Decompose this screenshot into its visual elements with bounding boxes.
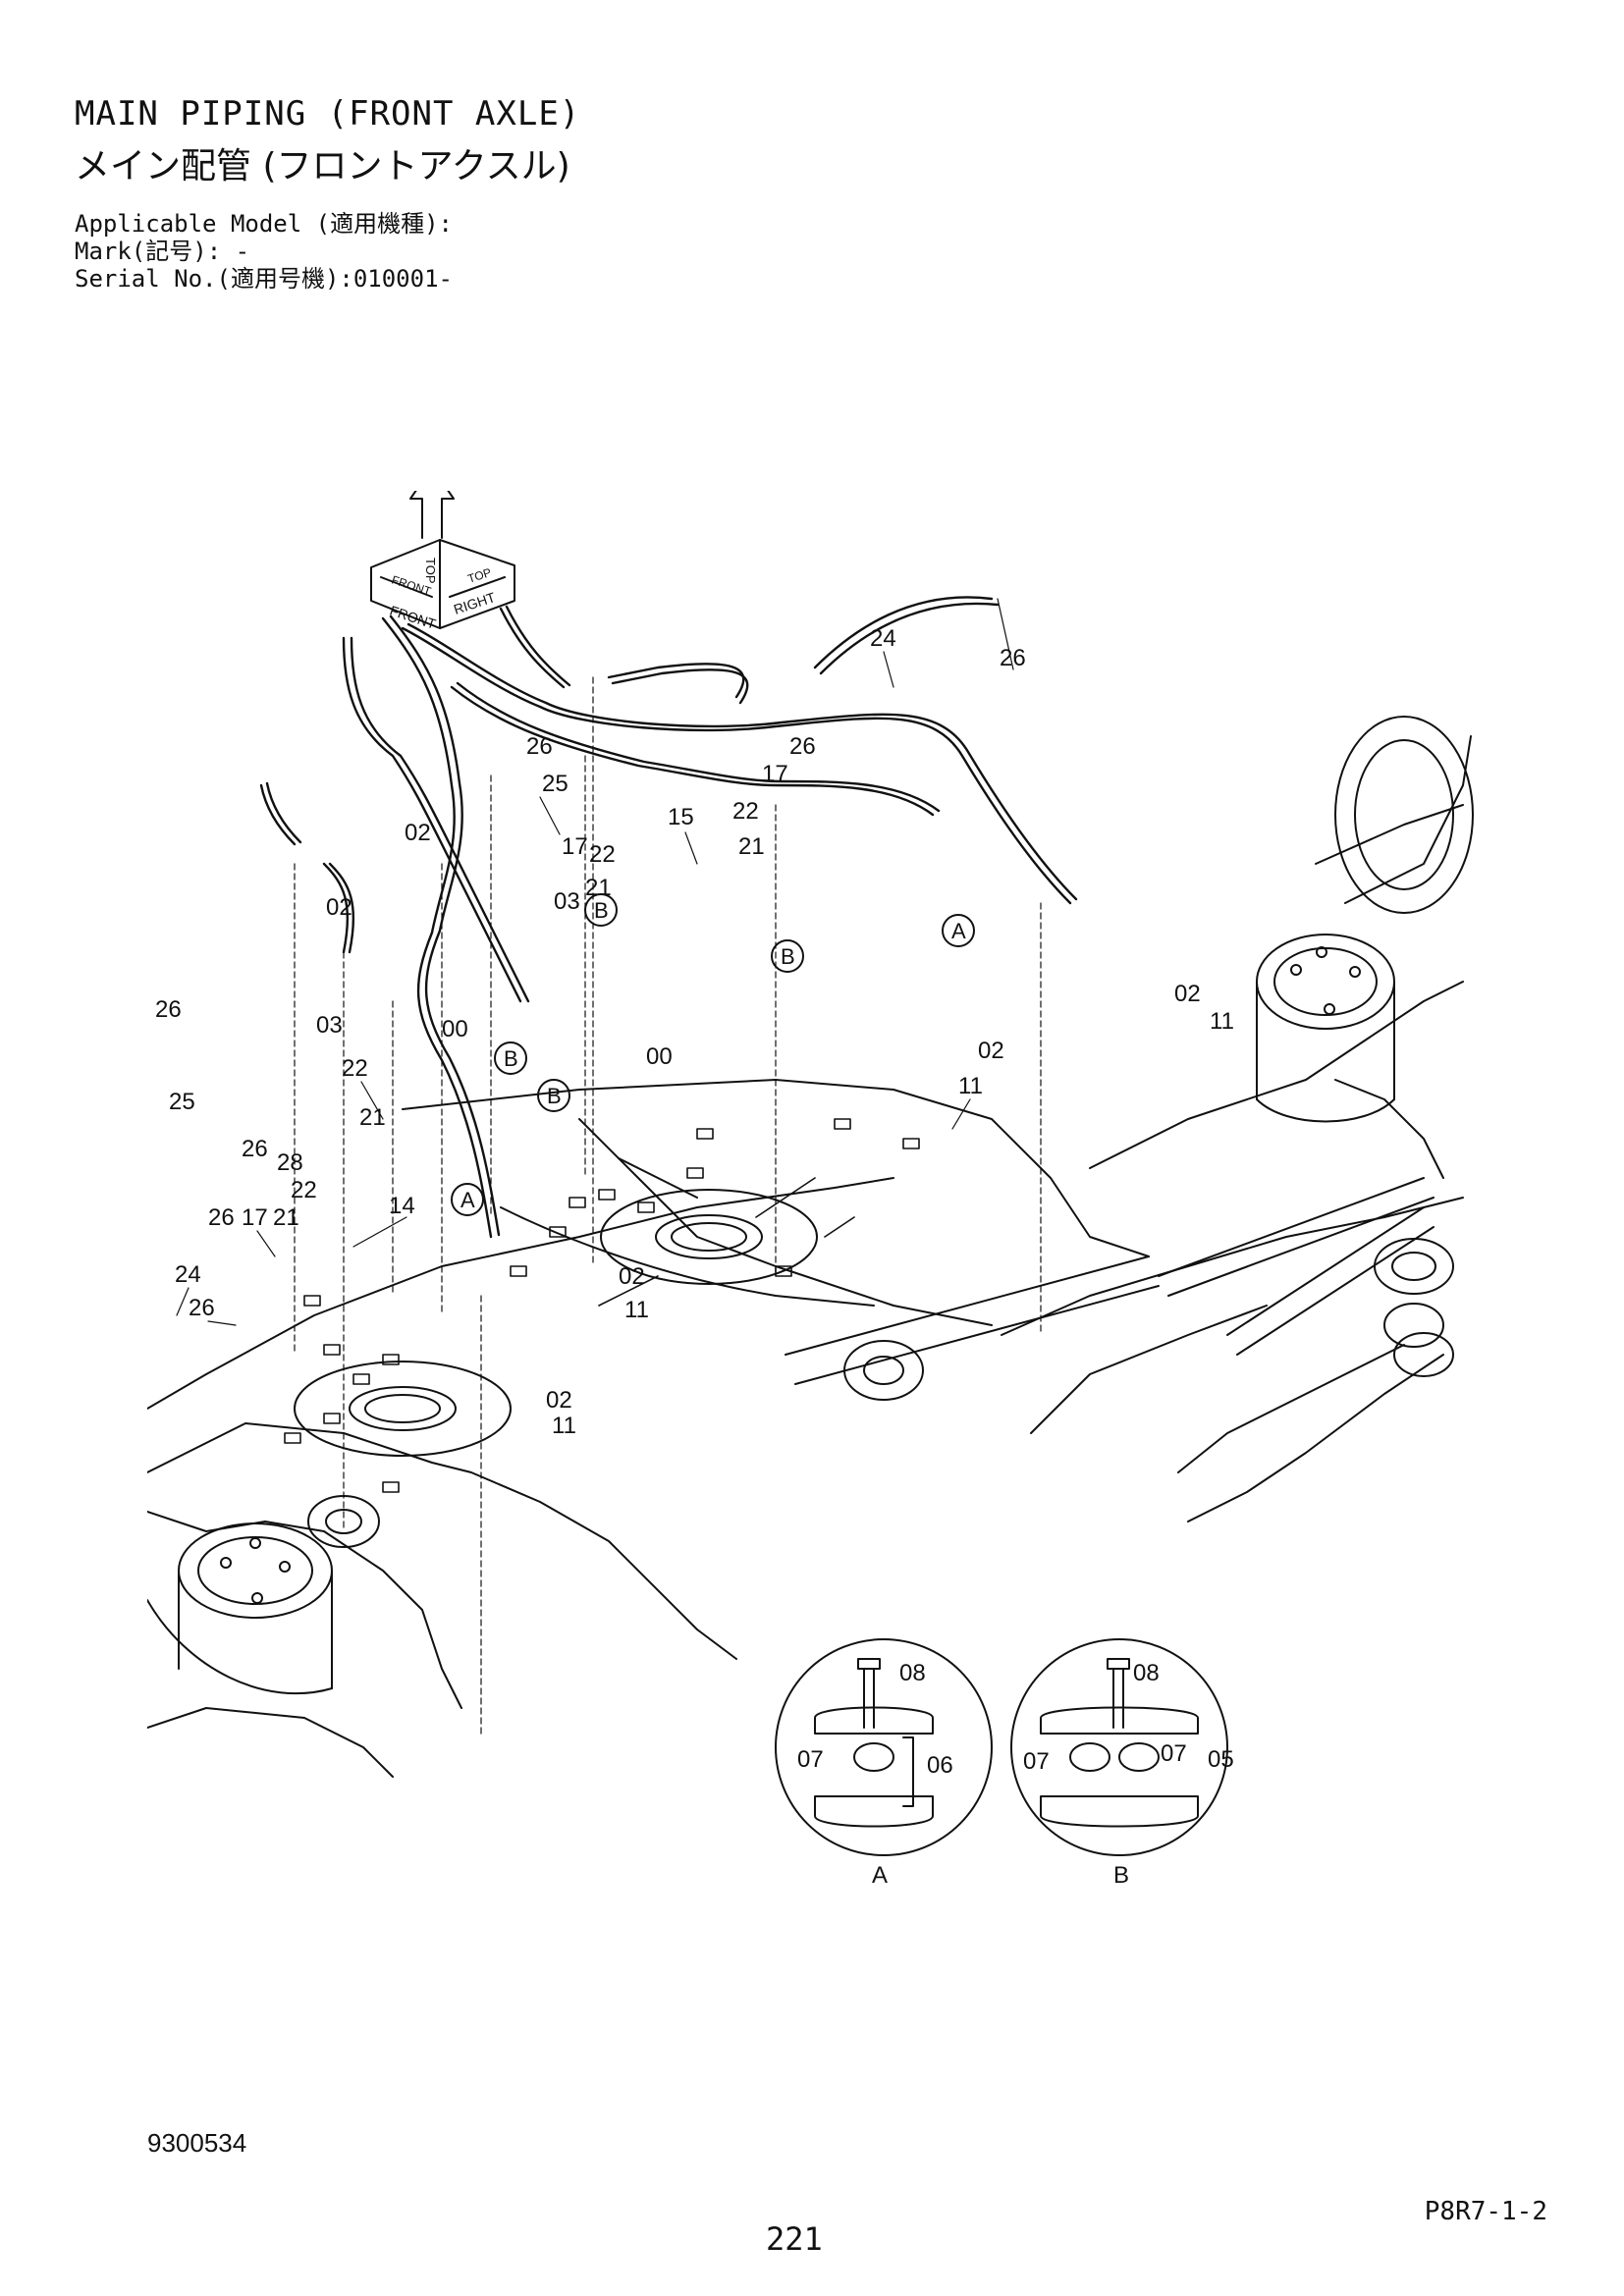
callout-label: 26 — [526, 733, 553, 760]
svg-text:A: A — [460, 1188, 475, 1212]
applicable-model-line: Applicable Model (適用機種): — [75, 210, 453, 238]
callout-label: 24 — [175, 1261, 201, 1288]
marker-a: A — [942, 914, 975, 947]
callout-label: 22 — [342, 1055, 368, 1082]
page-title-jp: メイン配管 (フロントアクスル) — [75, 146, 570, 187]
marker-b: B — [537, 1079, 570, 1112]
detail-b-label: B — [1113, 1862, 1129, 1889]
reference-lines — [294, 676, 1042, 1738]
callout-label: 02 — [1174, 981, 1201, 1007]
callout-label: 11 — [624, 1297, 649, 1323]
callout-label: 11 — [1210, 1008, 1234, 1035]
callout-label: 14 — [389, 1193, 415, 1219]
callout-label: 02 — [546, 1387, 572, 1414]
center-ports — [294, 1189, 818, 1457]
detail-a-part: 07 — [797, 1746, 824, 1773]
callout-label: 24 — [870, 625, 896, 652]
detail-b-part: 07 — [1023, 1748, 1050, 1775]
callout-label: 22 — [589, 841, 616, 868]
callout-label: 02 — [978, 1038, 1004, 1064]
callout-label: 26 — [189, 1295, 215, 1321]
right-kingpin — [1256, 716, 1474, 1377]
svg-text:A: A — [951, 919, 966, 943]
hoses — [259, 596, 1078, 1239]
callout-label: 02 — [405, 820, 431, 846]
orientation-icon: FRONT RIGHT TOP FRONT TOP — [370, 491, 515, 632]
page-number: 221 — [766, 2220, 823, 2258]
callout-label: 00 — [442, 1016, 468, 1042]
page-code: P8R7-1-2 — [1424, 2197, 1547, 2226]
callout-label: 21 — [738, 833, 765, 860]
orientation-label-top: TOP — [423, 558, 438, 584]
svg-text:B: B — [781, 944, 795, 969]
page-title-en: MAIN PIPING (FRONT AXLE) — [75, 94, 581, 133]
detail-a: 08 07 06 A — [775, 1638, 993, 1889]
mark-line: Mark(記号): - — [75, 238, 250, 265]
callout-label: 28 — [277, 1149, 303, 1176]
detail-a-label: A — [872, 1862, 888, 1889]
callout-label: 25 — [169, 1089, 195, 1115]
callout-label: 22 — [732, 798, 759, 825]
figure-number: 9300534 — [147, 2128, 247, 2158]
callout-label: 21 — [585, 875, 612, 901]
callout-label: 15 — [668, 804, 694, 830]
detail-a-part: 06 — [927, 1752, 953, 1779]
marker-b: B — [494, 1041, 527, 1075]
svg-text:B: B — [504, 1046, 518, 1071]
callout-label: 25 — [542, 771, 568, 797]
callout-label: 26 — [789, 733, 816, 760]
marker-a: A — [451, 1183, 484, 1216]
leader-lines — [176, 598, 1014, 1326]
callout-label: 26 — [208, 1204, 235, 1231]
svg-text:B: B — [594, 898, 609, 923]
callout-label: 21 — [359, 1104, 386, 1131]
callout-label: 17 — [242, 1204, 268, 1231]
serial-line: Serial No.(適用号機):010001- — [75, 265, 453, 293]
circle-markers: B B A B B A — [451, 893, 975, 1216]
callout-label: 26 — [242, 1136, 268, 1162]
callout-label: 11 — [958, 1073, 983, 1099]
detail-b-part: 05 — [1208, 1746, 1234, 1773]
callout-label: 11 — [552, 1413, 576, 1439]
callout-label: 02 — [326, 894, 352, 921]
parts-diagram: FRONT RIGHT TOP FRONT TOP — [147, 491, 1474, 1889]
callouts: 24 26 26 17 26 25 22 15 02 17 22 21 21 0… — [155, 625, 1234, 1439]
clamp-brackets — [284, 1118, 920, 1493]
svg-text:B: B — [547, 1084, 562, 1108]
detail-b: 08 07 07 05 B — [1010, 1638, 1234, 1889]
callout-label: 26 — [155, 996, 182, 1023]
callout-label: 22 — [291, 1177, 317, 1203]
callout-label: 02 — [619, 1263, 645, 1290]
callout-label: 03 — [316, 1012, 343, 1039]
steering-cylinder — [785, 1177, 1444, 1401]
left-kingpin — [147, 1495, 380, 1695]
detail-b-part: 08 — [1133, 1660, 1160, 1686]
marker-b: B — [584, 893, 618, 927]
detail-b-part: 07 — [1161, 1740, 1187, 1767]
callout-label: 17 — [762, 761, 788, 787]
callout-label: 00 — [646, 1043, 673, 1070]
callout-label: 17 — [562, 833, 588, 860]
callout-label: 21 — [273, 1204, 299, 1231]
marker-b: B — [771, 939, 804, 973]
callout-label: 03 — [554, 888, 580, 915]
detail-a-part: 08 — [899, 1660, 926, 1686]
